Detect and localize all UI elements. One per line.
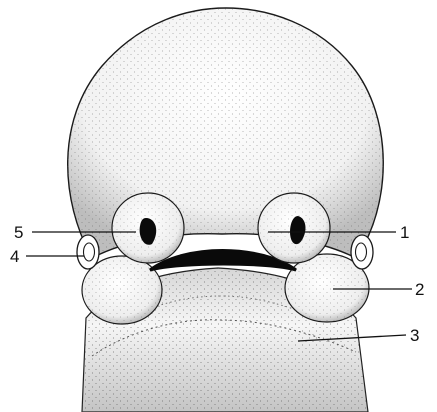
callout-number-1: 1 [400, 223, 409, 242]
callout-number-3: 3 [410, 326, 419, 345]
callout-number-5: 5 [14, 223, 23, 242]
callout-number-4: 4 [10, 247, 19, 266]
callout-number-2: 2 [415, 280, 424, 299]
right-eye [351, 235, 373, 269]
left-eye [77, 235, 99, 269]
